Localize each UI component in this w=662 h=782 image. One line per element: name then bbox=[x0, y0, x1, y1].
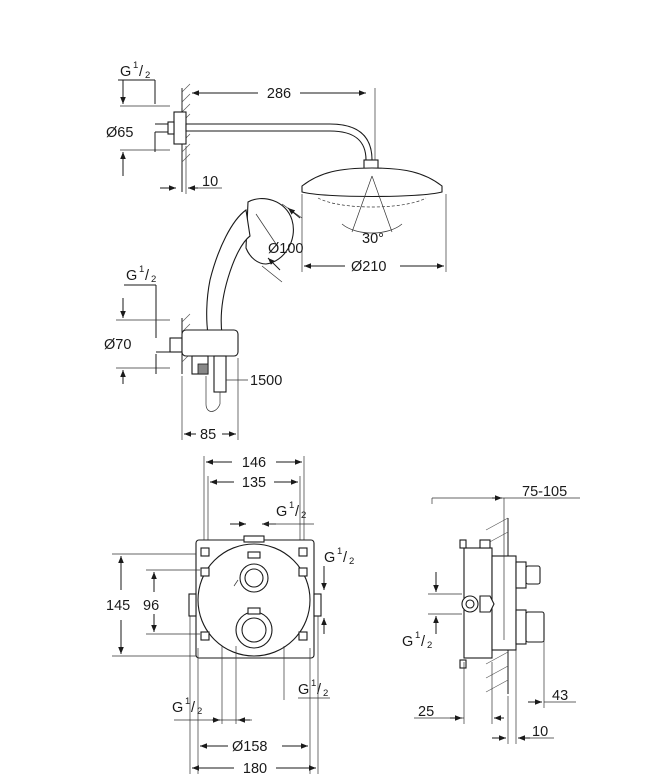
svg-text:1: 1 bbox=[311, 678, 316, 689]
svg-text:1: 1 bbox=[139, 264, 144, 275]
dim-hand-shower-diameter: Ø100 bbox=[268, 241, 303, 257]
dim-hose-length: 1500 bbox=[250, 373, 282, 389]
dim-depth-43: 43 bbox=[552, 688, 568, 704]
dim-arm-length: 286 bbox=[267, 86, 291, 102]
dim-depth-10: 10 bbox=[532, 724, 548, 740]
dim-depth-range: 75-105 bbox=[522, 484, 567, 500]
svg-text:1: 1 bbox=[415, 630, 420, 641]
shower-head bbox=[301, 159, 443, 208]
front-cover-plate bbox=[197, 543, 311, 657]
front-thread-bottom-right: G bbox=[298, 682, 309, 698]
svg-text:/: / bbox=[295, 504, 300, 520]
svg-text:2: 2 bbox=[301, 510, 306, 521]
dim-depth-25: 25 bbox=[418, 704, 434, 720]
svg-text:/: / bbox=[139, 64, 144, 80]
front-thread-bottom-left: G bbox=[172, 700, 183, 716]
dim-elbow-depth: 85 bbox=[200, 427, 216, 443]
svg-text:2: 2 bbox=[151, 274, 156, 285]
front-thread-right: G bbox=[324, 550, 335, 566]
svg-text:1: 1 bbox=[289, 500, 294, 511]
dim-width-outer: 146 bbox=[242, 455, 266, 471]
thread-label-lower: G bbox=[126, 268, 137, 284]
thread-label-top: G bbox=[120, 64, 131, 80]
svg-text:2: 2 bbox=[427, 640, 432, 651]
wall-outlet-elbow bbox=[169, 329, 239, 412]
dim-elbow-diameter: Ø70 bbox=[104, 337, 131, 353]
dim-cover-diameter: Ø158 bbox=[232, 739, 267, 755]
side-thread-label: G bbox=[402, 634, 413, 650]
shower-arm bbox=[185, 123, 373, 165]
dim-height-outer: 145 bbox=[106, 598, 130, 614]
svg-text:2: 2 bbox=[349, 556, 354, 567]
dim-plate-width: 180 bbox=[243, 761, 267, 777]
svg-text:2: 2 bbox=[323, 688, 328, 699]
shower-arm-flange bbox=[173, 111, 187, 145]
svg-text:/: / bbox=[343, 550, 348, 566]
svg-text:1: 1 bbox=[133, 60, 138, 71]
dim-flange-diameter: Ø65 bbox=[106, 125, 133, 141]
dim-head-angle: 30° bbox=[362, 231, 384, 247]
dim-height-inner: 96 bbox=[143, 598, 159, 614]
svg-text:/: / bbox=[317, 682, 322, 698]
svg-text:2: 2 bbox=[197, 706, 202, 717]
svg-text:/: / bbox=[145, 268, 150, 284]
svg-text:/: / bbox=[191, 700, 196, 716]
dim-width-inner: 135 bbox=[242, 475, 266, 491]
shower-set-drawing: 286 G 1 / 2 Ø65 10 30° Ø210 bbox=[104, 60, 447, 443]
svg-text:/: / bbox=[421, 634, 426, 650]
svg-text:1: 1 bbox=[337, 546, 342, 557]
front-thread-top: G bbox=[276, 504, 287, 520]
hand-shower bbox=[206, 198, 294, 335]
svg-text:1: 1 bbox=[185, 696, 190, 707]
dim-wall-offset: 10 bbox=[202, 174, 218, 190]
front-view-drawing: 146 135 G 1 / 2 bbox=[106, 455, 354, 777]
dim-head-diameter: Ø210 bbox=[351, 259, 386, 275]
svg-text:2: 2 bbox=[145, 70, 150, 81]
side-view-drawing: 75-105 G 1 / 2 43 25 10 bbox=[402, 484, 580, 744]
